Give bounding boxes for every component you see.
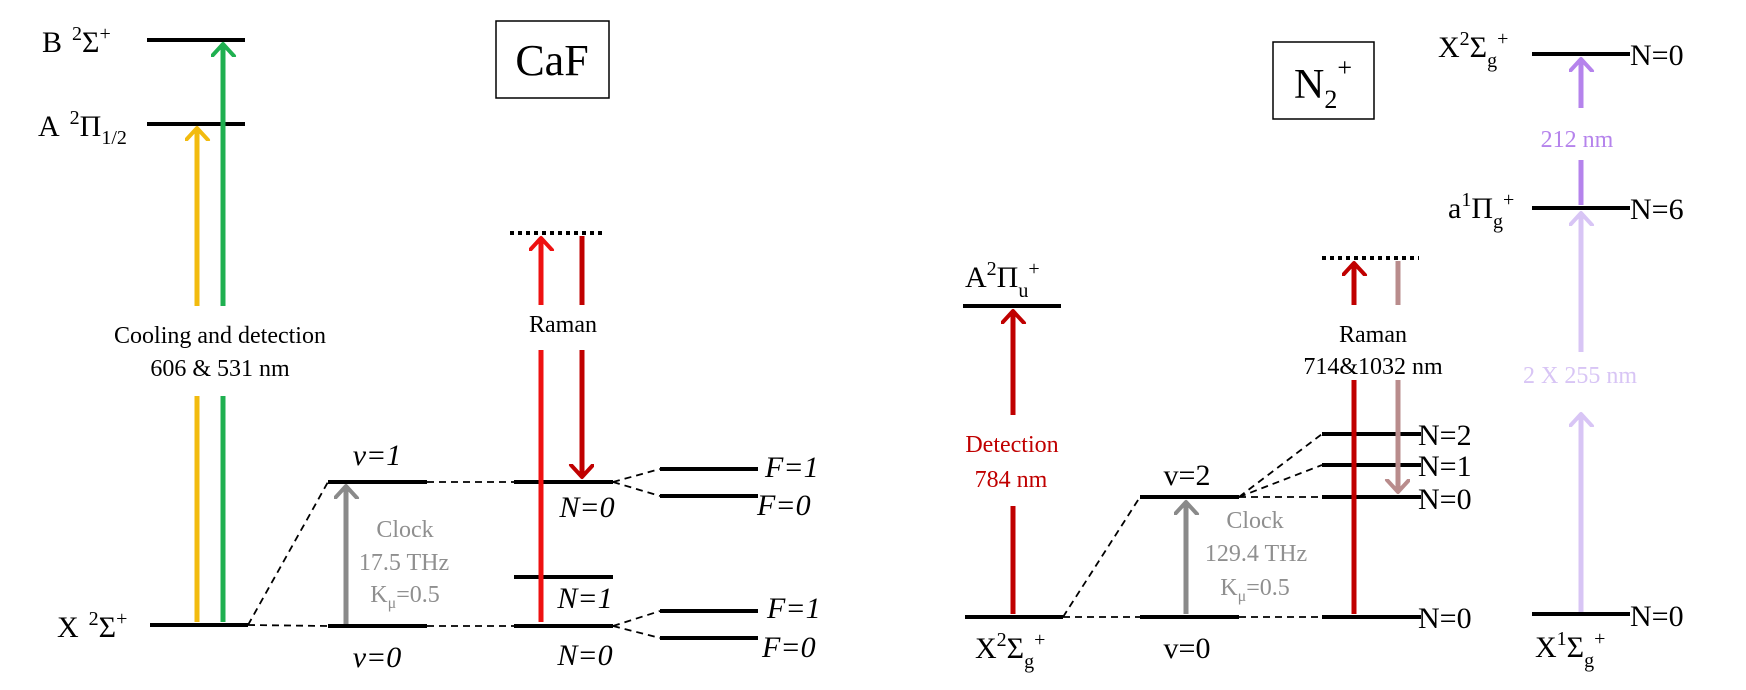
n2-top-state-label: X2Σg+	[1438, 28, 1508, 72]
n2-255nm-label: 2 X 255 nm	[1523, 363, 1637, 389]
n2-x1-state-label: X1Σg+	[1535, 628, 1605, 672]
n2-v2-label: v=2	[1164, 459, 1211, 492]
caf-connector-x-v0	[247, 624, 329, 627]
caf-connector-x-v1	[247, 481, 329, 626]
caf-f0-lower-label: F=0	[761, 631, 816, 664]
n2-connector-v2-n2	[1238, 433, 1323, 498]
n2-top-n-label: N=0	[1630, 39, 1684, 72]
caf-connector-n0-f0-upper	[612, 481, 661, 497]
n2-212nm-label: 212 nm	[1541, 127, 1614, 153]
n2-n0-bottom-label: N=0	[1418, 602, 1472, 635]
n2-state-x-label: X2Σg+	[975, 629, 1045, 673]
n2-raman-wavelength: 714&1032 nm	[1303, 354, 1443, 380]
caf-connector-n0-f1-lower	[612, 610, 661, 627]
caf-f0-upper-label: F=0	[756, 489, 811, 522]
n2-detection-label-line1: Detection	[965, 432, 1058, 458]
caf-raman-label: Raman	[529, 312, 597, 338]
caf-n1-label: N=1	[556, 582, 612, 615]
caf-title: CaF	[515, 36, 588, 85]
caf-cooling-label-line2: 606 & 531 nm	[150, 356, 290, 382]
n2-title: N2+	[1294, 53, 1352, 114]
n2-a1-state-label: a1Πg+	[1448, 189, 1514, 233]
caf-cooling-label-line1: Cooling and detection	[114, 323, 326, 349]
caf-clock-frequency: 17.5 THz	[359, 550, 449, 576]
caf-f1-lower-label: F=1	[766, 592, 821, 625]
n2-panel: N2+ A2Πu+ X2Σg+ Detection 784 nm v=2 v=0…	[963, 28, 1684, 673]
caf-clock-label: Clock	[376, 517, 433, 543]
n2-n1-label: N=1	[1418, 450, 1472, 483]
caf-v0-label: v=0	[353, 641, 402, 674]
n2-state-a-label: A2Πu+	[965, 258, 1040, 302]
n2-n0-mid-label: N=0	[1418, 483, 1472, 516]
n2-clock-frequency: 129.4 THz	[1205, 541, 1307, 567]
caf-connector-n0-f1-upper	[612, 468, 661, 483]
caf-clock-k: Kμ=0.5	[370, 582, 439, 612]
caf-v1-label: v=1	[353, 439, 402, 472]
n2-connector-x-v2	[1062, 496, 1141, 618]
caf-title-box	[495, 20, 610, 99]
n2-clock-k: Kμ=0.5	[1220, 575, 1289, 605]
caf-n0-upper-label: N=0	[558, 491, 614, 524]
n2-raman-label: Raman	[1339, 322, 1407, 348]
n2-detection-label-line2: 784 nm	[975, 467, 1048, 493]
n2-title-box	[1272, 41, 1375, 120]
caf-f1-upper-label: F=1	[764, 451, 819, 484]
n2-a1-n-label: N=6	[1630, 193, 1684, 226]
n2-n2-label: N=2	[1418, 419, 1472, 452]
n2-x1-n-label: N=0	[1630, 600, 1684, 633]
n2-v0-label: v=0	[1164, 632, 1211, 665]
n2-connector-v2-n1	[1238, 464, 1323, 498]
caf-n0-lower-label: N=0	[556, 639, 612, 672]
n2-clock-label: Clock	[1226, 508, 1283, 534]
caf-connector-n0-f0-lower	[612, 625, 661, 639]
